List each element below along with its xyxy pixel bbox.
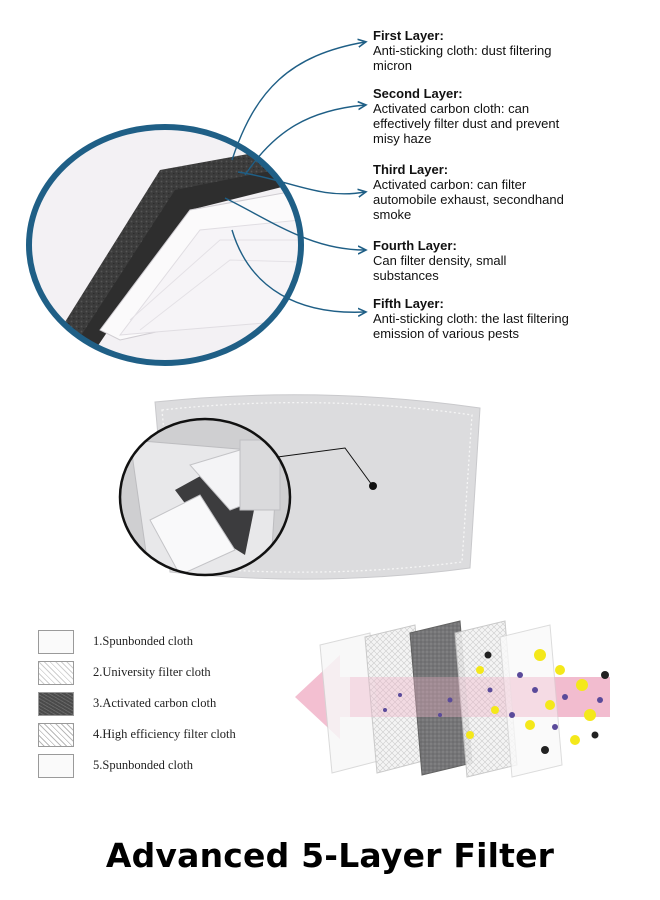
legend-label: 1.Spunbonded cloth <box>93 634 193 648</box>
swatch-spunbonded <box>38 754 74 778</box>
layer-title: Fourth Layer: <box>373 238 457 253</box>
layer-desc: misy haze <box>373 131 432 146</box>
layer-info-1: First Layer: Anti-sticking cloth: dust f… <box>373 28 643 73</box>
page-title: Advanced 5-Layer Filter <box>105 836 555 875</box>
layer-desc: Activated carbon cloth: can <box>373 101 530 116</box>
sheet-5 <box>499 624 563 778</box>
layer-title: Fifth Layer: <box>373 296 444 311</box>
legend-item-3: 3.Activated carbon cloth <box>38 692 298 716</box>
layer-desc: Can filter density, small <box>373 253 507 268</box>
swatch-mesh <box>38 723 74 747</box>
layer-desc: Activated carbon: can filter <box>373 177 527 192</box>
legend-item-5: 5.Spunbonded cloth <box>38 754 298 778</box>
filtration-diagram <box>295 620 610 778</box>
arrow-second-layer <box>244 105 365 176</box>
magnifier-ring <box>26 124 304 366</box>
layer-info-4: Fourth Layer: Can filter density, small … <box>373 238 643 283</box>
layer-desc: Anti-sticking cloth: dust filtering <box>373 43 552 58</box>
arrow-fifth-layer <box>231 229 365 312</box>
layer-desc: Anti-sticking cloth: the last filtering <box>373 311 569 326</box>
layer-info-2: Second Layer: Activated carbon cloth: ca… <box>373 86 643 146</box>
pad-magnified-layers <box>120 419 290 575</box>
layer-title: Third Layer: <box>373 162 449 177</box>
magnified-cloth <box>29 127 301 363</box>
legend-label: 2.University filter cloth <box>93 665 211 679</box>
swatch-mesh <box>38 661 74 685</box>
layer-desc: effectively filter dust and prevent <box>373 116 560 131</box>
legend-item-1: 1.Spunbonded cloth <box>38 630 298 654</box>
layer-info-3: Third Layer: Activated carbon: can filte… <box>373 162 643 222</box>
filter-pad-illustration: PM2.5 <box>118 394 481 580</box>
legend-label: 3.Activated carbon cloth <box>93 696 217 710</box>
layer-desc: smoke <box>373 207 412 222</box>
layer-desc: emission of various pests <box>373 326 519 341</box>
layer-info-5: Fifth Layer: Anti-sticking cloth: the la… <box>373 296 643 341</box>
layer-desc: substances <box>373 268 439 283</box>
layer-diagram <box>26 0 660 366</box>
legend-label: 5.Spunbonded cloth <box>93 758 193 772</box>
legend-item-4: 4.High efficiency filter cloth <box>38 723 298 747</box>
layer-desc: micron <box>373 58 413 73</box>
pad-magnifier-ring <box>118 417 292 577</box>
arrow-fourth-layer <box>224 197 365 250</box>
arrow-first-layer <box>231 42 365 161</box>
pointer-dot <box>369 482 377 490</box>
arrow-third-layer <box>237 171 365 194</box>
layer-desc: automobile exhaust, secondhand <box>373 192 564 207</box>
legend-label: 4.High efficiency filter cloth <box>93 727 236 741</box>
particles <box>383 649 609 754</box>
legend-item-2: 2.University filter cloth <box>38 661 298 685</box>
swatch-spunbonded <box>38 630 74 654</box>
layer-title: Second Layer: <box>373 86 463 101</box>
layer-title: First Layer: <box>373 28 444 43</box>
swatch-carbon <box>38 692 74 716</box>
carbon-layer <box>60 150 280 345</box>
